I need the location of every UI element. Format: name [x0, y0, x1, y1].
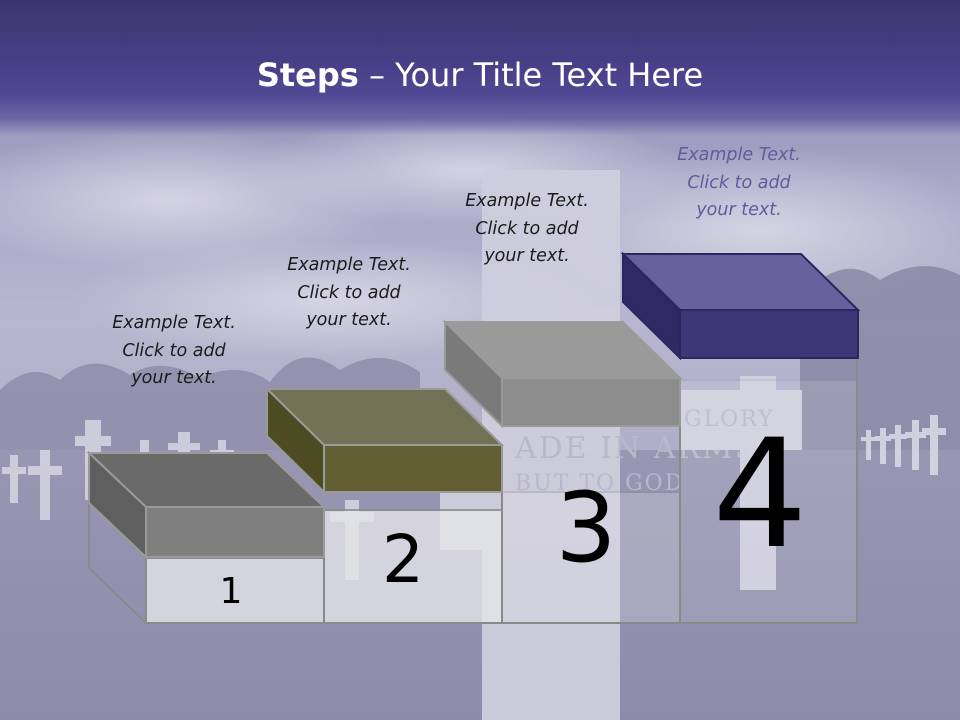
step-3-line-3: your text.: [484, 246, 570, 266]
step-3-text[interactable]: Example Text. Click to add your text.: [442, 188, 612, 271]
title-bold: Steps: [256, 56, 359, 94]
svg-text:BUT TO GOD: BUT TO GOD: [515, 471, 684, 496]
title-rest: – Your Title Text Here: [358, 56, 704, 94]
step-4-number: 4: [712, 408, 808, 582]
step-3-block: [442, 319, 683, 429]
step-1-text[interactable]: Example Text. Click to add your text.: [89, 310, 259, 393]
slide-title[interactable]: Steps – Your Title Text Here: [0, 52, 960, 98]
step-3-line-1: Example Text.: [465, 191, 589, 211]
step-1-block: [86, 450, 327, 560]
step-2-line-2: Click to add: [297, 282, 401, 303]
step-2-line-3: your text.: [306, 310, 392, 330]
step-1-line-1: Example Text.: [112, 313, 236, 333]
step-4-line-1: Example Text.: [677, 145, 801, 165]
step-4-line-2: Click to add: [687, 172, 791, 193]
step-3-front: [501, 491, 681, 624]
step-1-number: 1: [219, 571, 243, 612]
svg-text:GLORY: GLORY: [684, 407, 775, 432]
step-3-number: 3: [555, 472, 617, 584]
step-2-front: [323, 509, 503, 624]
title-bar: [0, 0, 960, 135]
step-1-line-3: your text.: [131, 368, 217, 388]
step-4-front: [679, 379, 858, 624]
step-1-line-2: Click to add: [122, 340, 226, 361]
step-4-block: [620, 251, 861, 361]
step-2-block: [264, 386, 505, 495]
step-2-text[interactable]: Example Text. Click to add your text.: [264, 252, 434, 335]
step-2-number: 2: [382, 521, 424, 598]
step-2-line-1: Example Text.: [287, 255, 411, 275]
step-3-line-2: Click to add: [475, 218, 579, 239]
step-1-front: [145, 557, 325, 624]
step-4-line-3: your text.: [696, 200, 782, 220]
step-4-text[interactable]: Example Text. Click to add your text.: [654, 142, 824, 225]
